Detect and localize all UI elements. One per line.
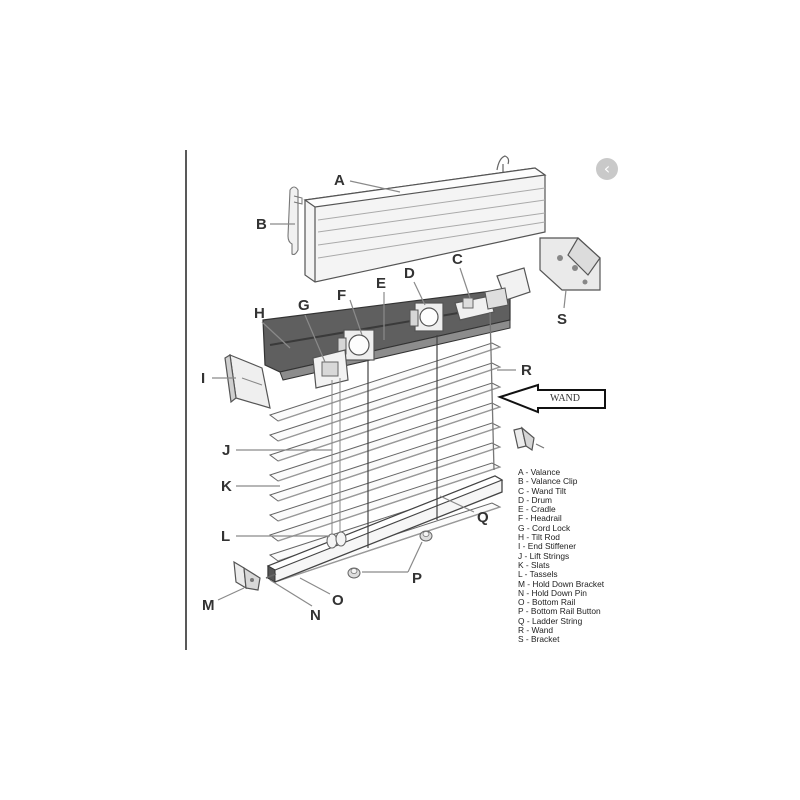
callout-c: C: [452, 251, 463, 268]
callout-j: J: [222, 442, 230, 459]
hold-down-bracket-right: [513, 426, 545, 452]
callout-i: I: [201, 370, 205, 387]
callout-b: B: [256, 216, 267, 233]
legend-item: O - Bottom Rail: [518, 597, 576, 608]
callout-letters: A B C D E F G H I J K L M N O P Q R S: [201, 172, 567, 624]
callout-p: P: [412, 570, 422, 587]
wand-arrow: WAND: [497, 383, 606, 414]
wand-rod: [489, 311, 495, 471]
slat-edge: [277, 366, 501, 442]
wand-tilt-mechanism: [454, 295, 495, 321]
legend-item: I - End Stiffener: [518, 541, 577, 552]
legend-item: P - Bottom Rail Button: [518, 606, 601, 617]
callout-o: O: [332, 592, 344, 609]
slat-edge: [277, 406, 501, 482]
slat-edge: [277, 466, 501, 542]
slat: [268, 402, 502, 482]
slat-edge: [277, 446, 501, 522]
callout-n: N: [310, 607, 321, 624]
chevron-left-icon[interactable]: ‹: [596, 158, 618, 180]
legend-item: H - Tilt Rod: [518, 532, 560, 543]
callout-m: M: [202, 597, 215, 614]
callout-r: R: [521, 362, 532, 379]
lift-strings: [331, 335, 438, 548]
bottom-rail-buttons: [347, 530, 433, 579]
callout-l: L: [221, 528, 230, 545]
callout-k: K: [221, 478, 232, 495]
slat: [268, 382, 502, 462]
slat-edge: [277, 426, 501, 502]
callout-s: S: [557, 311, 567, 328]
legend-item: A - Valance: [518, 467, 561, 477]
legend-item: D - Drum: [518, 494, 552, 505]
legend-item: L - Tassels: [518, 569, 558, 580]
legend-item: N - Hold Down Pin: [518, 587, 587, 598]
callout-q: Q: [477, 509, 489, 526]
valance-part: [303, 155, 547, 283]
tassels: [326, 531, 347, 549]
wand-arrow-label: WAND: [550, 393, 580, 404]
legend-item: K - Slats: [518, 559, 550, 570]
end-stiffener-part: [224, 354, 271, 409]
callout-e: E: [376, 275, 386, 292]
drum-mechanism-left: [337, 329, 375, 361]
legend-item: Q - Ladder String: [518, 615, 583, 626]
legend-item: S - Bracket: [518, 634, 560, 645]
callout-g: G: [298, 297, 310, 314]
leader-lines: [212, 180, 567, 607]
legend-item: C - Wand Tilt: [518, 485, 567, 496]
hold-down-pin-part: [265, 573, 277, 579]
callout-a: A: [334, 172, 345, 189]
legend-item: J - Lift Strings: [518, 550, 570, 561]
legend-item: F - Headrail: [518, 513, 562, 524]
valance-clip-part: [287, 186, 303, 256]
headrail-end-cap-right: [484, 267, 531, 310]
callout-d: D: [404, 265, 415, 282]
cord-lock-mechanism: [312, 349, 349, 389]
hold-down-bracket-part: [233, 560, 261, 591]
slat-edge: [277, 346, 501, 422]
legend-item: G - Cord Lock: [518, 522, 571, 533]
slat-edge: [277, 506, 501, 582]
callout-h: H: [254, 305, 265, 322]
slat: [268, 442, 502, 522]
slat-edge: [277, 386, 501, 462]
legend-item: M - Hold Down Bracket: [518, 578, 605, 589]
legend-item: E - Cradle: [518, 504, 556, 515]
slats-part: [268, 342, 502, 582]
legend-item: B - Valance Clip: [518, 476, 578, 487]
callout-f: F: [337, 287, 346, 304]
bracket-part: [539, 237, 601, 291]
legend-item: R - Wand: [518, 625, 554, 636]
drum-mechanism-right: [409, 302, 444, 332]
